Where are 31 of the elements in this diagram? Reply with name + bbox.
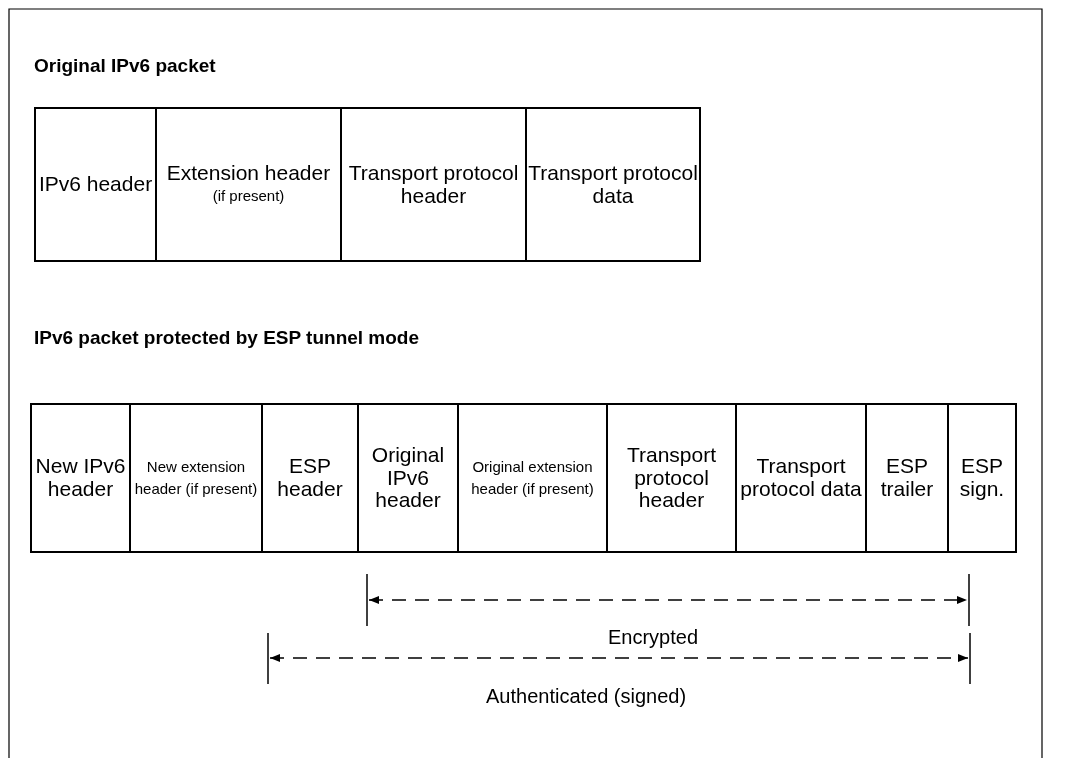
packet-field xyxy=(129,403,263,553)
packet-field xyxy=(30,403,131,553)
packet-field xyxy=(606,403,737,553)
field-name: ESP trailer xyxy=(879,455,935,501)
packet-field xyxy=(357,403,459,553)
packet-field xyxy=(735,403,867,553)
packet-field xyxy=(865,403,949,553)
field-name: ESP header xyxy=(276,455,344,501)
field-name: IPv6 header xyxy=(38,173,153,196)
field-name: New IPv6 header xyxy=(34,455,127,501)
packet-field xyxy=(525,107,701,262)
field-name: Original IPv6 header xyxy=(370,444,446,512)
dimension-label: Authenticated (signed) xyxy=(486,685,687,708)
field-name: ESP sign. xyxy=(958,455,1006,501)
field-name: New extension header (if present) xyxy=(133,457,259,499)
packet-field xyxy=(155,107,342,262)
field-name: Transport protocol data xyxy=(739,455,863,501)
packet-field xyxy=(261,403,359,553)
packet-field xyxy=(457,403,608,553)
packet-field xyxy=(34,107,157,262)
dimension-label: Encrypted xyxy=(608,626,699,649)
field-name: Transport protocol header xyxy=(347,161,520,208)
packet-field xyxy=(340,107,527,262)
field-name: Original extension header (if present) xyxy=(470,457,595,499)
field-name: Transport protocol data xyxy=(527,161,699,208)
packet-field xyxy=(947,403,1017,553)
section-heading: IPv6 packet protected by ESP tunnel mode xyxy=(34,327,420,349)
section-heading: Original IPv6 packet xyxy=(34,55,216,77)
field-name: Extension header xyxy=(166,162,331,185)
field-name: Transport protocol header xyxy=(625,444,718,512)
field-note: (if present) xyxy=(212,185,285,206)
